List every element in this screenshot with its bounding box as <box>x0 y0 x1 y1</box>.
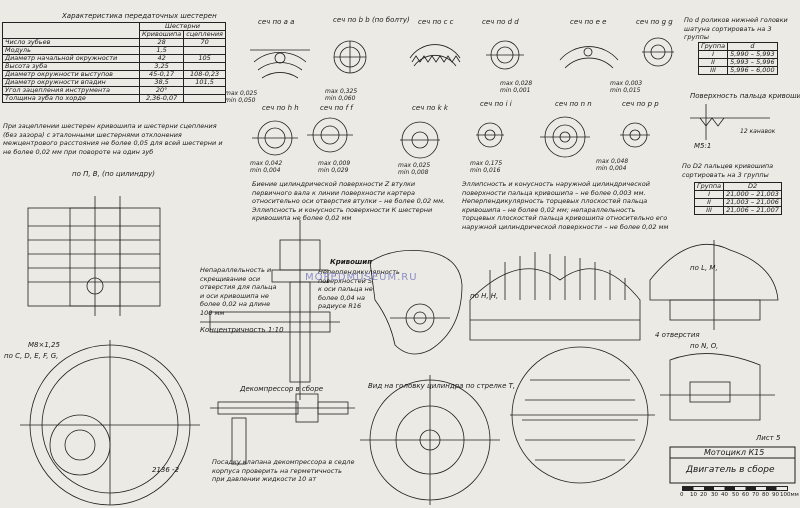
section-no-drawing <box>660 353 775 421</box>
dim-max-dd: max 0,028 <box>500 80 533 87</box>
scale-bar: 0 10 20 30 40 50 60 70 80 90 100мм <box>680 486 799 502</box>
section-bb-label: сеч по b b (по болту) <box>333 16 410 24</box>
section-gg-label: сеч по g g <box>636 18 673 26</box>
head-view-label: Вид на головку цилиндра по стрелке Т, <box>368 382 516 390</box>
dim-max-ff: max 0,009 <box>318 160 351 167</box>
section-nn-label: сеч по n n <box>555 100 592 108</box>
view-cdefg-drawing <box>20 340 200 506</box>
crank-pin-assembly-drawing <box>200 220 340 400</box>
head-view-drawing <box>360 375 500 505</box>
pin-surface-scale: М5:1 <box>694 142 712 150</box>
dim-min-ii: min 0,016 <box>470 167 501 174</box>
dim-min-hh: min 0,004 <box>250 167 281 174</box>
section-ii-drawing <box>476 122 504 148</box>
pin-table-title: По D2 пальцев кривошипа сортировать на 3… <box>682 162 774 179</box>
section-nn-drawing <box>540 116 590 158</box>
dim-max-bb: max 0,325 <box>325 88 358 95</box>
dim-min-kk: min 0,008 <box>398 169 429 176</box>
crank-perpendicularity-note: Неперпендикулярность поверхностей S, к о… <box>318 268 400 310</box>
dim-min-ff: min 0,029 <box>318 167 349 174</box>
pin-surface-groove: 12 канавок <box>740 128 776 135</box>
crank-web-drawing <box>369 249 463 355</box>
section-ii-label: сеч по i i <box>480 100 512 108</box>
decompressor-label: Декомпрессор в сборе <box>240 385 324 393</box>
dim-max-aa: max 0,025 <box>225 90 258 97</box>
sheet-number: Лист 5 <box>756 434 781 442</box>
watermark: MOPEDMUSEUM.RU <box>305 272 418 283</box>
section-dd-label: сеч по d d <box>482 18 519 26</box>
crank-pin-tolerance-note: Эллипсность и конусность наружной цилинд… <box>462 180 669 231</box>
cylinder-runout-note: Биение цилиндрической поверхности Z втул… <box>252 180 446 222</box>
section-bb-drawing <box>333 40 367 74</box>
dim-min-gg: min 0,015 <box>610 87 641 94</box>
dim-max-gg: max 0,003 <box>610 80 643 87</box>
section-hh-label: сеч по h h <box>262 104 299 112</box>
section-lm-drawing <box>649 240 779 330</box>
section-dd-drawing <box>486 40 524 70</box>
cylinder-head-bottom-drawing <box>510 346 655 484</box>
section-kk-label: сеч по k k <box>412 104 448 112</box>
section-cc-label: сеч по с с <box>418 18 454 26</box>
axis-parallel-note: Непараллельность и скрещивание оси отвер… <box>200 266 277 317</box>
section-ee-label: сеч по е е <box>570 18 607 26</box>
gear-table: Шестерни Кривошипа сцепления Число зубье… <box>2 22 226 103</box>
dim-min-dd: min 0,001 <box>500 87 531 94</box>
pin-surface-title: Поверхность пальца кривошипа <box>690 92 800 100</box>
view-ll-label: по L, М, <box>690 264 718 272</box>
dim-min-bb: min 0,060 <box>325 95 356 102</box>
drawing-subtitle: Двигатель в сборе <box>686 465 775 475</box>
pin-surface-detail <box>690 104 770 140</box>
model-name: Мотоцикл К15 <box>704 448 765 457</box>
roller-table-title: По d роликов нижней головки шатуна сорти… <box>684 16 788 41</box>
gear-table-title: Характеристика передаточных шестерен <box>62 12 217 20</box>
thread-label: М8×1,25 <box>28 341 60 349</box>
dim-max-hh: max 0,042 <box>250 160 283 167</box>
section-ff-drawing <box>307 117 353 153</box>
dim-max-kk: max 0,025 <box>398 162 431 169</box>
view-hh-label: по Н, Н, <box>470 292 499 300</box>
section-cc-drawing <box>409 44 461 67</box>
gear-table-note: При зацеплении шестерен кривошипа и шест… <box>3 122 223 156</box>
view-nn-label: по П, В, (по цилиндру) <box>72 170 155 178</box>
section-gg-drawing <box>642 37 674 67</box>
decompressor-note: Посадку клапана декомпрессора в седле ко… <box>212 458 355 483</box>
cylinder-head-hh-drawing <box>469 252 641 341</box>
holes-label: 4 отверстия <box>655 331 700 339</box>
dim-max-ii: max 0,175 <box>470 160 503 167</box>
section-hh-drawing <box>252 120 298 156</box>
section-ff-label: сеч по f f <box>320 104 353 112</box>
decompressor-drawing <box>210 393 355 465</box>
cylinder-section-drawing <box>27 196 161 316</box>
dim-min-aa: min 0,050 <box>225 97 256 104</box>
view-cdefg-label: по С, D, E, F, G, <box>4 352 59 360</box>
view-no-label: по N, O, <box>690 342 719 350</box>
dim-max-pp: max 0,048 <box>596 158 629 165</box>
title-block-frame <box>669 446 796 484</box>
section-ee-drawing <box>559 46 619 69</box>
scale-bar-graphic <box>682 486 788 491</box>
dim-min-pp: min 0,004 <box>596 165 627 172</box>
section-aa-drawing <box>250 49 310 79</box>
section-kk-drawing <box>400 121 440 159</box>
section-pp-drawing <box>620 122 650 148</box>
axis-concentricity-label: Концентричность 1:10 <box>200 326 284 334</box>
section-aa-label: сеч по а а <box>258 18 295 26</box>
size-2136-label: 2136 -2 <box>152 466 180 474</box>
crank-label: Кривошип <box>330 258 373 266</box>
section-pp-label: сеч по р р <box>622 100 659 108</box>
